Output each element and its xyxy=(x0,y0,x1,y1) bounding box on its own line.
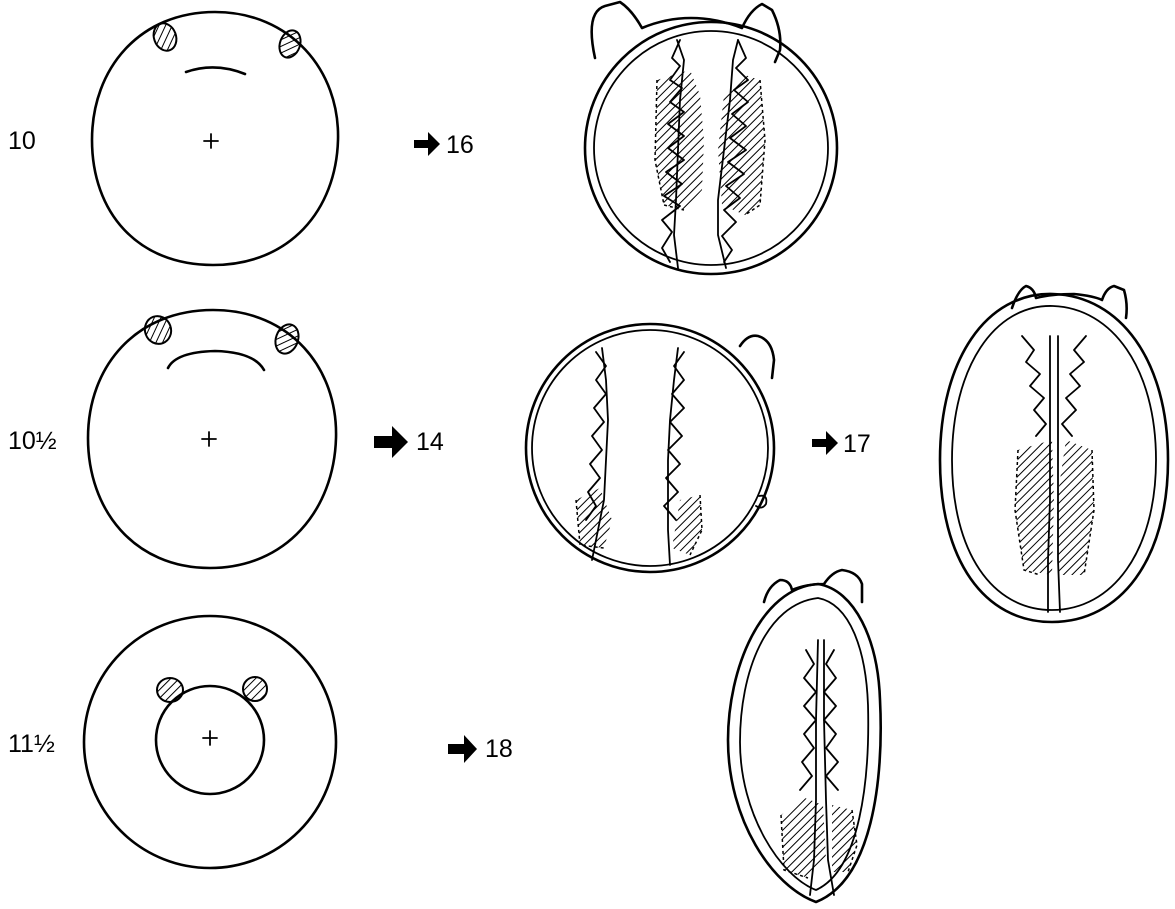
embryo-stage-18 xyxy=(728,570,881,902)
embryo-stage-14 xyxy=(526,324,774,572)
target-stage-label-16: 16 xyxy=(446,131,474,159)
blastopore-lip xyxy=(186,67,245,74)
pole-spot xyxy=(243,677,267,701)
stage-11-5-row: 11½ 18 xyxy=(8,570,881,902)
target-stage-label-14: 14 xyxy=(416,428,444,456)
stage-label-11-5: 11½ xyxy=(8,730,55,758)
embryo-stage-10-5 xyxy=(88,310,336,568)
target-stage-label-17: 17 xyxy=(843,430,871,458)
pole-spot xyxy=(276,27,304,60)
embryo-stage-17 xyxy=(940,286,1168,622)
embryo-stage-10 xyxy=(92,12,338,265)
plus-icon xyxy=(203,731,217,745)
right-arrow-icon xyxy=(374,426,408,458)
right-arrow-icon xyxy=(448,735,477,763)
embryo-stage-11-5 xyxy=(84,616,336,868)
stage-label-10: 10 xyxy=(8,127,36,155)
plus-icon xyxy=(202,432,216,446)
blastopore-lip xyxy=(168,351,264,370)
stage-label-10-5: 10½ xyxy=(8,427,57,455)
plus-icon xyxy=(204,134,218,148)
right-arrow-icon xyxy=(414,132,440,156)
right-arrow-icon xyxy=(812,431,838,455)
stage-10-row: 10 16 xyxy=(8,2,837,274)
embryo-stage-16 xyxy=(585,2,837,274)
pole-spot xyxy=(157,678,183,702)
target-stage-label-18: 18 xyxy=(485,735,513,763)
stage-10-5-row: 10½ 14 xyxy=(8,286,1168,622)
